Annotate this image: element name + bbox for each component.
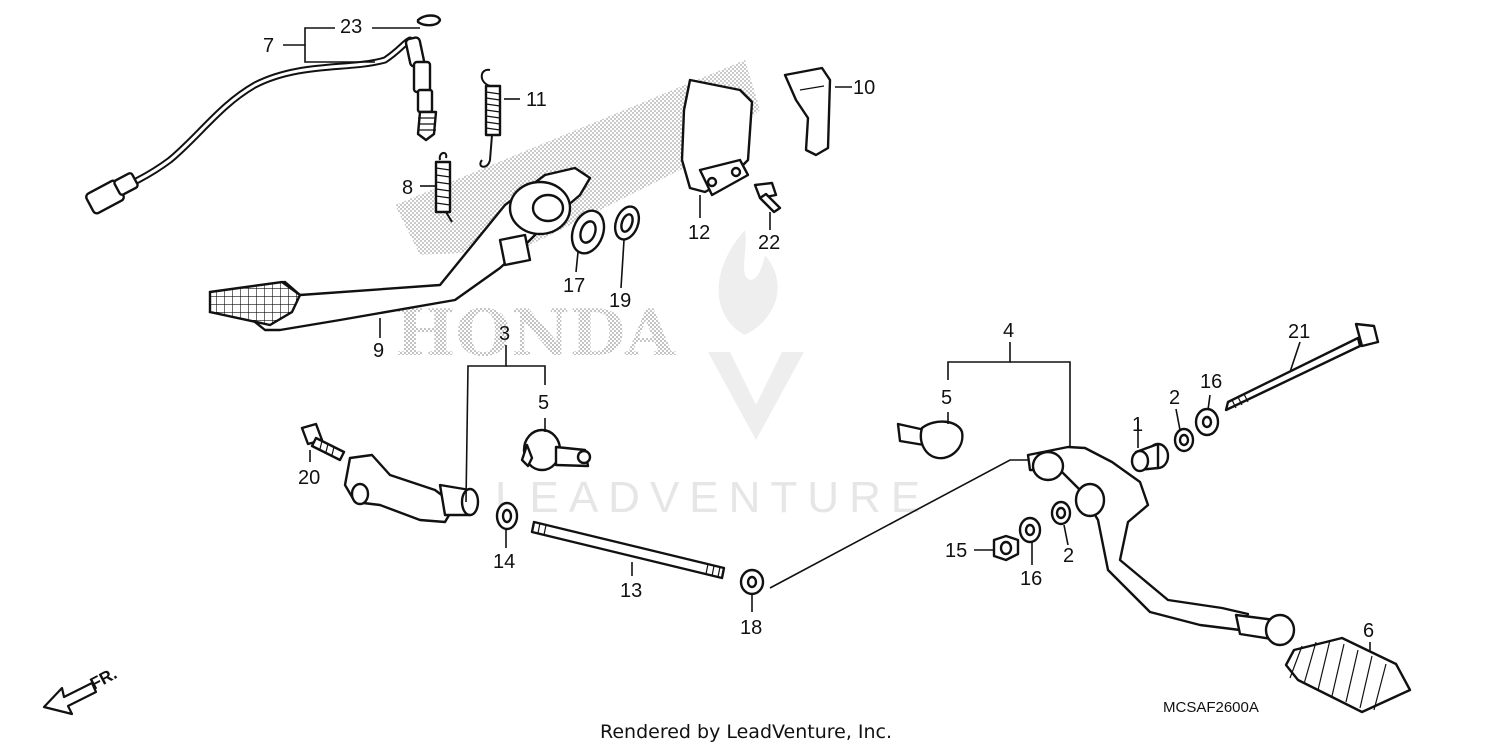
leader-lines bbox=[283, 27, 1371, 652]
return-spring-small bbox=[434, 152, 453, 223]
flange-bolt-22 bbox=[753, 181, 782, 214]
shift-peg-rubber bbox=[1284, 636, 1412, 714]
callout-10: 10 bbox=[853, 77, 875, 99]
callout-15: 15 bbox=[945, 540, 967, 562]
callout-23: 23 bbox=[340, 16, 362, 38]
front-arrow-icon bbox=[42, 681, 98, 716]
callout-16-upper: 16 bbox=[1200, 371, 1222, 393]
callout-17: 17 bbox=[563, 275, 585, 297]
v-logo bbox=[708, 352, 804, 440]
return-spring-large bbox=[479, 68, 502, 168]
rod-joint-right bbox=[896, 420, 964, 460]
honda-watermark-text: HONDA bbox=[395, 296, 676, 371]
callout-4: 4 bbox=[1003, 320, 1014, 342]
washer-2-lower bbox=[1050, 500, 1072, 526]
callout-labels: 23 7 11 10 8 12 22 17 19 9 3 5 20 14 13 … bbox=[263, 16, 1374, 642]
callout-8: 8 bbox=[402, 177, 413, 199]
washer-16-lower bbox=[1018, 516, 1042, 544]
callout-14: 14 bbox=[493, 551, 515, 573]
washer-17 bbox=[570, 209, 606, 255]
callout-2-upper: 2 bbox=[1169, 387, 1180, 409]
stop-switch-cable bbox=[85, 36, 438, 215]
callout-5-left: 5 bbox=[538, 392, 549, 414]
cable-clip bbox=[416, 14, 442, 27]
washer-2-upper bbox=[1173, 427, 1195, 453]
callout-21: 21 bbox=[1288, 321, 1310, 343]
bracket-cover bbox=[783, 66, 832, 157]
callout-7: 7 bbox=[263, 35, 274, 57]
leadventure-watermark: LEADVENTURE bbox=[495, 230, 930, 522]
callout-5-right: 5 bbox=[941, 387, 952, 409]
diagram-code: MCSAF2600A bbox=[1163, 699, 1259, 716]
shift-lever bbox=[1026, 445, 1296, 647]
front-direction-indicator: FR. bbox=[42, 664, 120, 716]
flame-logo bbox=[718, 230, 778, 335]
brake-pedal bbox=[208, 166, 592, 332]
brake-rod bbox=[530, 520, 726, 580]
collar-1 bbox=[1130, 442, 1170, 473]
callout-16-lower: 16 bbox=[1020, 568, 1042, 590]
callout-9: 9 bbox=[373, 340, 384, 362]
pedal-pad bbox=[208, 280, 302, 327]
flange-bolt-20 bbox=[300, 422, 346, 462]
callout-13: 13 bbox=[620, 580, 642, 602]
callout-11: 11 bbox=[526, 89, 547, 111]
callout-6: 6 bbox=[1363, 620, 1374, 642]
callout-3: 3 bbox=[499, 323, 510, 345]
leadventure-watermark-text: LEADVENTURE bbox=[495, 473, 930, 522]
nut-14 bbox=[495, 501, 519, 531]
callout-1: 1 bbox=[1132, 414, 1143, 436]
brake-rod-arm bbox=[343, 453, 480, 524]
washer-16-upper bbox=[1194, 407, 1220, 437]
snap-clip-19 bbox=[613, 205, 641, 241]
callout-20: 20 bbox=[298, 467, 320, 489]
callout-2-lower: 2 bbox=[1063, 545, 1074, 567]
honda-watermark: HONDA bbox=[395, 60, 760, 371]
rod-joint-left bbox=[520, 428, 592, 472]
wing-shading bbox=[395, 60, 760, 255]
callout-22: 22 bbox=[758, 232, 780, 254]
callout-18: 18 bbox=[740, 617, 762, 639]
long-bolt-21 bbox=[1224, 322, 1380, 412]
nut-15 bbox=[992, 534, 1020, 562]
footer-credit: Rendered by LeadVenture, Inc. bbox=[600, 721, 892, 743]
pedal-guard-bracket bbox=[680, 78, 754, 197]
callout-12: 12 bbox=[688, 222, 710, 244]
nut-18 bbox=[739, 568, 765, 596]
callout-19: 19 bbox=[609, 290, 631, 312]
